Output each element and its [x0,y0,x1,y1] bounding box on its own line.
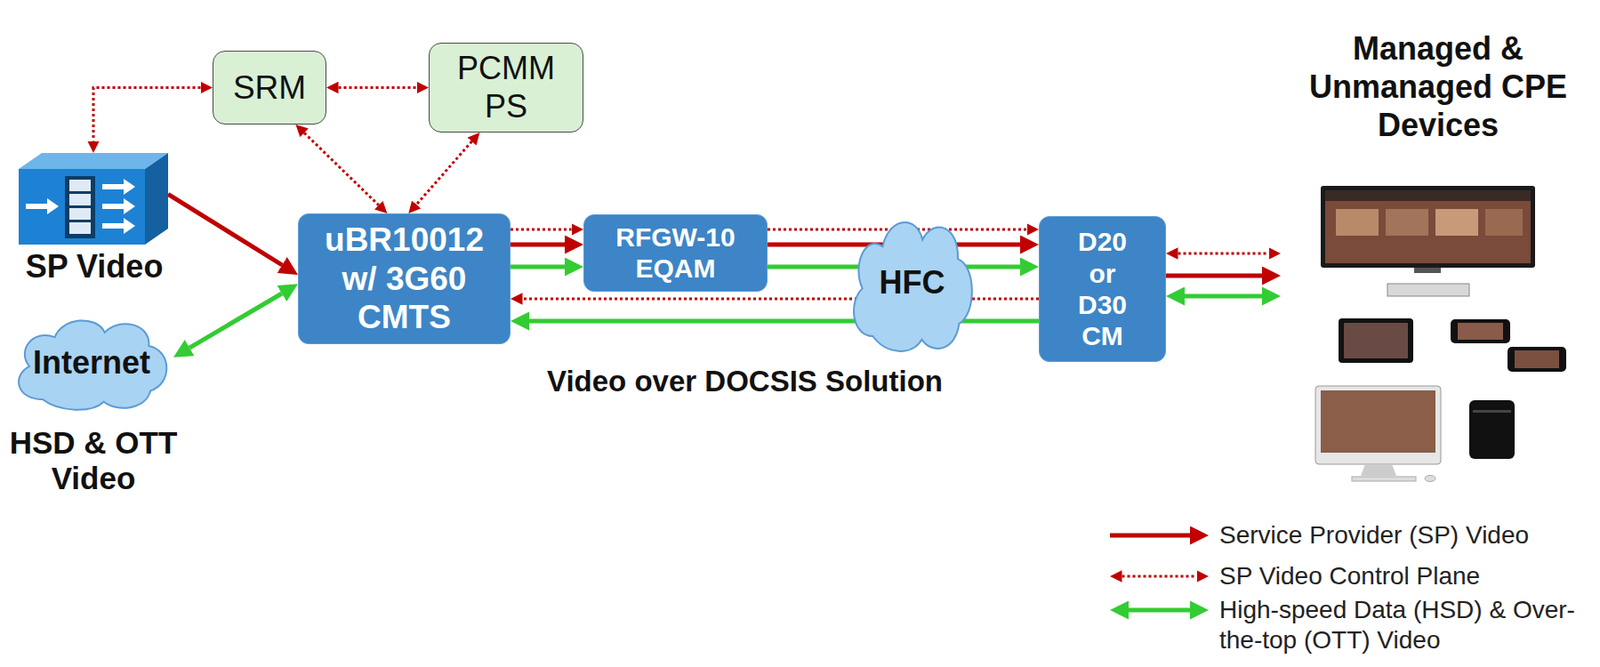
box-label: D20 or D30 CM [1071,225,1134,353]
connector [416,141,472,205]
film-strip [64,176,96,239]
region-title: Managed & Unmanaged CPE Devices [1304,29,1572,145]
set-top-box [1387,283,1470,297]
connector [1184,294,1263,299]
legend-line [1128,608,1190,613]
tv [1320,185,1536,274]
box-label: SRM [233,68,306,108]
hfc-cloud: HFC [846,209,978,357]
icon-side [144,152,169,245]
modem-box: D20 or D30 CM [1038,216,1166,362]
legend-text: Service Provider (SP) Video [1219,520,1576,551]
legend-text: High-speed Data (HSD) & Over-the-top (OT… [1219,594,1576,655]
desktop-computer [1315,385,1441,483]
connector [510,228,572,232]
legend-line [1109,533,1190,539]
region-title: Video over DOCSIS Solution [255,363,1235,400]
phone [1450,319,1511,344]
icon-frame [18,152,169,245]
solution-region: Video over DOCSIS Solution uBR10012 w/ 3G… [255,192,1235,417]
connector [1165,273,1263,279]
cloud-frame: Internet [9,311,174,414]
connector [338,86,418,89]
legend-text: SP Video Control Plane [1219,561,1576,592]
connector [168,193,282,266]
flow-arrows [25,178,136,234]
legend-sample [1109,561,1209,592]
connector [510,265,565,270]
connector [1178,252,1270,256]
phone [1507,346,1567,372]
legend-line [1122,575,1198,579]
legend-item: Service Provider (SP) Video [1109,520,1576,551]
cloud-frame: HFC [846,209,978,357]
box-label: PCMM PS [443,49,569,126]
cpe-region: Managed & Unmanaged CPE Devices [1280,9,1596,488]
legend-item: SP Video Control Plane [1109,561,1576,592]
box-label: RFGW-10 EQAM [597,221,754,285]
video-server-icon [18,152,169,245]
connector [189,293,282,348]
cmts-box: uBR10012 w/ 3G60 CMTS [297,213,511,345]
icon-front [18,168,145,245]
legend-item: High-speed Data (HSD) & Over-the-top (OT… [1109,594,1576,655]
connector [93,88,202,142]
cloud-label: HFC [879,264,946,301]
cloud-caption: HSD & OTT Video [4,425,183,498]
icon-top [18,152,169,169]
connector [510,242,565,248]
connector [304,132,379,205]
server-box: SRM [212,50,327,125]
game-console [1469,400,1515,459]
icon-label: SP Video [12,248,177,285]
box-label: uBR10012 w/ 3G60 CMTS [313,220,496,338]
legend-sample [1109,520,1209,551]
eqam-box: RFGW-10 EQAM [583,214,768,292]
internet-cloud: InternetHSD & OTT Video [4,311,183,503]
video-source: SP Video [12,151,177,285]
tablet [1338,318,1414,363]
legend-sample [1109,594,1209,626]
cloud-label: Internet [32,344,151,381]
server-box: PCMM PS [428,42,584,133]
